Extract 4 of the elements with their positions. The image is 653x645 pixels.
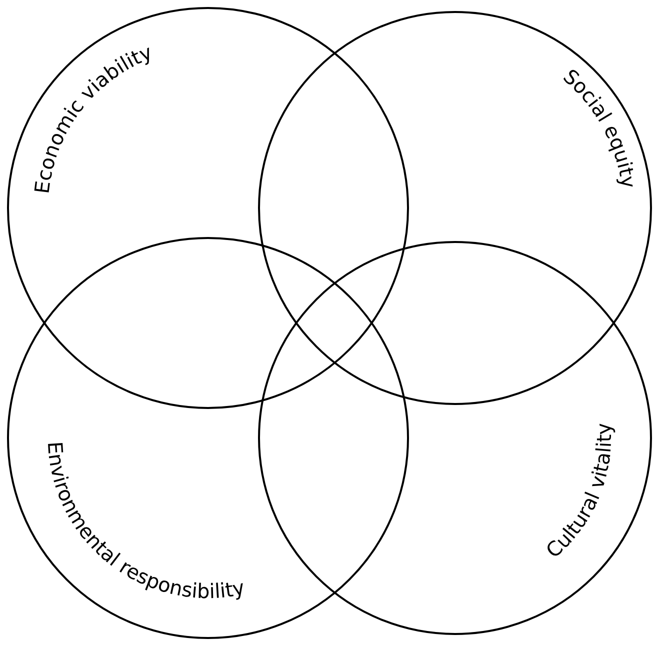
venn-circle <box>258 241 652 635</box>
venn-circle <box>7 7 409 409</box>
venn-circle <box>7 237 409 639</box>
venn-circle <box>258 11 652 405</box>
